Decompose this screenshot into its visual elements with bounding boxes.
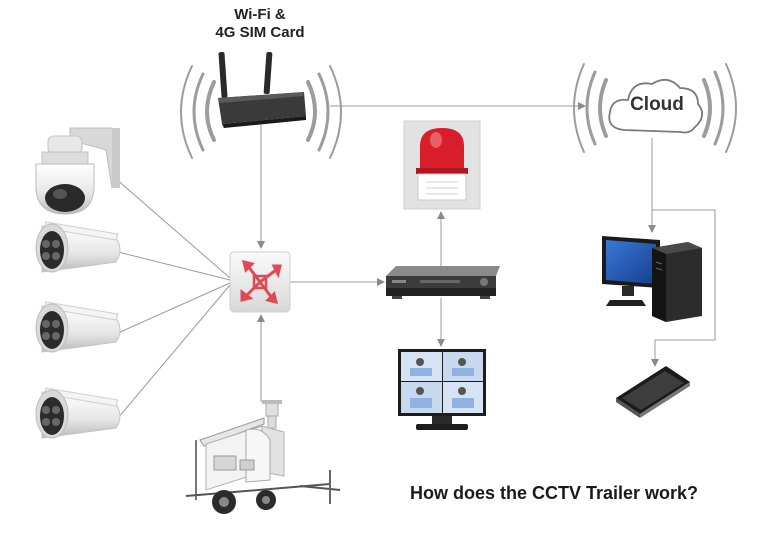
dome-camera-icon [35,127,120,215]
connector-bullet1-to-switch [117,251,231,281]
cctv-trailer-icon [185,400,341,514]
smartphone-icon [616,366,690,418]
network-switch-icon [229,251,291,313]
cloud-icon [608,78,704,134]
bullet-camera-icon [35,301,121,353]
connector-bullet2-to-switch [117,282,231,334]
router-icon [218,51,306,128]
connector-bullet3-to-switch [117,284,231,419]
connectors [114,102,716,419]
cloud-wifi-waves [573,63,737,153]
alarm-light-icon [403,120,481,210]
bullet-camera-icon [35,221,121,273]
router-label-line1: Wi-Fi & [234,6,286,23]
router-label: Wi-Fi & 4G SIM Card [190,6,330,42]
cloud-label: Cloud [630,94,684,115]
connector-dome-to-switch [114,177,231,279]
diagram-title: How does the CCTV Trailer work? [410,483,699,503]
nvr-recorder-icon [386,266,500,299]
monitor-split-screen-icon [398,349,486,430]
desktop-computer-icon [602,236,702,322]
bullet-camera-icon [35,387,121,439]
router-wifi-waves [180,65,342,159]
connector-cloud-to-phone [651,209,716,367]
router-label-line2: 4G SIM Card [215,24,305,41]
